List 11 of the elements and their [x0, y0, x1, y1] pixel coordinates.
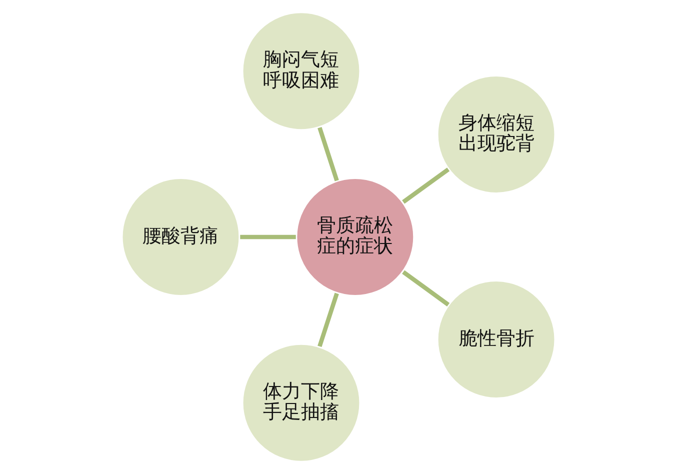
- connector: [240, 234, 296, 240]
- connector: [402, 270, 450, 306]
- connector: [318, 292, 339, 348]
- node-circle: 体力下降手足抽搐: [240, 342, 362, 464]
- connector: [402, 168, 450, 204]
- connector: [318, 126, 339, 182]
- node-circle: 身体缩短出现驼背: [436, 74, 557, 196]
- node-circle: 胸闷气短呼吸困难: [240, 10, 362, 132]
- node-circle: 骨质疏松症的症状: [294, 176, 416, 298]
- node-circle: 腰酸背痛: [120, 176, 242, 298]
- node-circle: 脆性骨折: [436, 278, 557, 400]
